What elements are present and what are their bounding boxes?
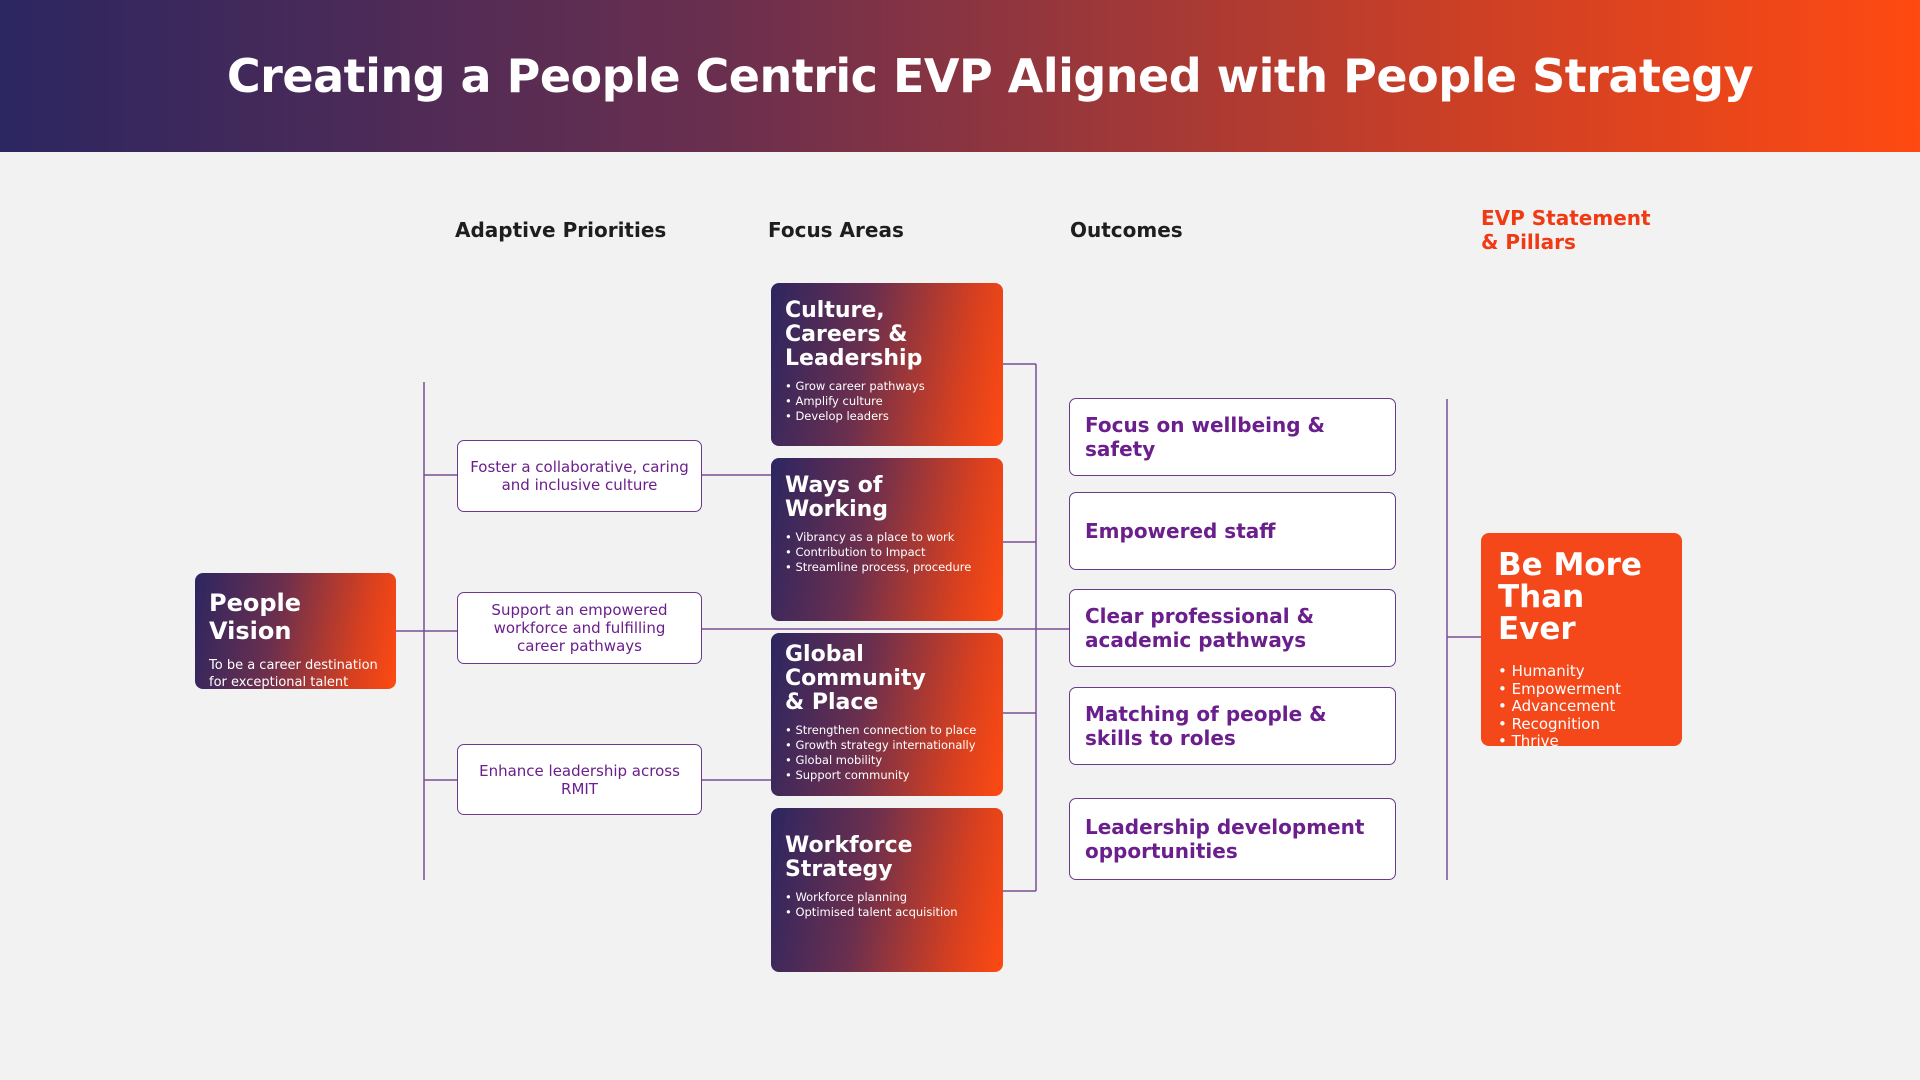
focus-area-item: Strengthen connection to place (785, 723, 989, 738)
focus-area-item: Support community (785, 768, 989, 783)
evp-pillar: Recognition (1498, 715, 1665, 734)
evp-pillar: Humanity (1498, 662, 1665, 681)
outcome-box: Matching of people & skills to roles (1069, 687, 1396, 765)
evp-header-line-2: & Pillars (1481, 230, 1576, 254)
priority-box: Foster a collaborative, caring and inclu… (457, 440, 702, 512)
outcome-box: Clear professional & academic pathways (1069, 589, 1396, 667)
focus-area-item: Contribution to Impact (785, 545, 989, 560)
focus-area-list: Workforce planning Optimised talent acqu… (785, 890, 989, 920)
focus-area-title: Culture, Careers & Leadership (785, 298, 923, 371)
focus-area-title: Workforce Strategy (785, 833, 913, 882)
focus-area-item: Global mobility (785, 753, 989, 768)
focus-area-item: Grow career pathways (785, 379, 989, 394)
page-title: Creating a People Centric EVP Aligned wi… (226, 49, 1754, 103)
people-vision-title: People Vision (209, 589, 302, 645)
people-vision-description: To be a career destination for exception… (209, 658, 378, 690)
evp-header-line-1: EVP Statement (1481, 206, 1651, 230)
column-header-evp: EVP Statement & Pillars (1481, 206, 1651, 254)
priority-box: Enhance leadership across RMIT (457, 744, 702, 815)
evp-statement-title: Be More Than Ever (1498, 547, 1642, 647)
focus-area-card: Workforce Strategy Workforce planning Op… (771, 808, 1003, 972)
column-header-outcomes: Outcomes (1070, 218, 1183, 242)
focus-area-item: Optimised talent acquisition (785, 905, 989, 920)
focus-area-list: Vibrancy as a place to work Contribution… (785, 530, 989, 575)
outcome-box: Empowered staff (1069, 492, 1396, 570)
focus-area-item: Amplify culture (785, 394, 989, 409)
focus-area-card: Ways of Working Vibrancy as a place to w… (771, 458, 1003, 621)
evp-pillars-list: Humanity Empowerment Advancement Recogni… (1498, 662, 1665, 751)
people-vision-card: People Vision To be a career destination… (195, 573, 396, 690)
focus-area-item: Streamline process, procedure (785, 560, 989, 575)
focus-area-item: Workforce planning (785, 890, 989, 905)
focus-area-item: Vibrancy as a place to work (785, 530, 989, 545)
outcome-box: Focus on wellbeing & safety (1069, 398, 1396, 476)
focus-area-list: Strengthen connection to place Growth st… (785, 723, 989, 783)
focus-area-item: Develop leaders (785, 409, 989, 424)
focus-area-title: Ways of Working (785, 473, 889, 522)
priority-box: Support an empowered workforce and fulfi… (457, 592, 702, 664)
focus-area-item: Growth strategy internationally (785, 738, 989, 753)
focus-area-card: Global Community & Place Strengthen conn… (771, 633, 1003, 796)
column-header-focus-areas: Focus Areas (768, 218, 904, 242)
evp-pillar: Empowerment (1498, 680, 1665, 699)
outcome-box: Leadership development opportunities (1069, 798, 1396, 880)
evp-statement-card: Be More Than Ever Humanity Empowerment A… (1481, 533, 1682, 750)
evp-pillar: Thrive (1498, 732, 1665, 751)
column-header-adaptive-priorities: Adaptive Priorities (455, 218, 667, 242)
focus-area-title: Global Community & Place (785, 642, 926, 715)
header-banner: Creating a People Centric EVP Aligned wi… (0, 0, 1920, 152)
evp-pillar: Advancement (1498, 697, 1665, 716)
focus-area-card: Culture, Careers & Leadership Grow caree… (771, 283, 1003, 446)
focus-area-list: Grow career pathways Amplify culture Dev… (785, 379, 989, 424)
